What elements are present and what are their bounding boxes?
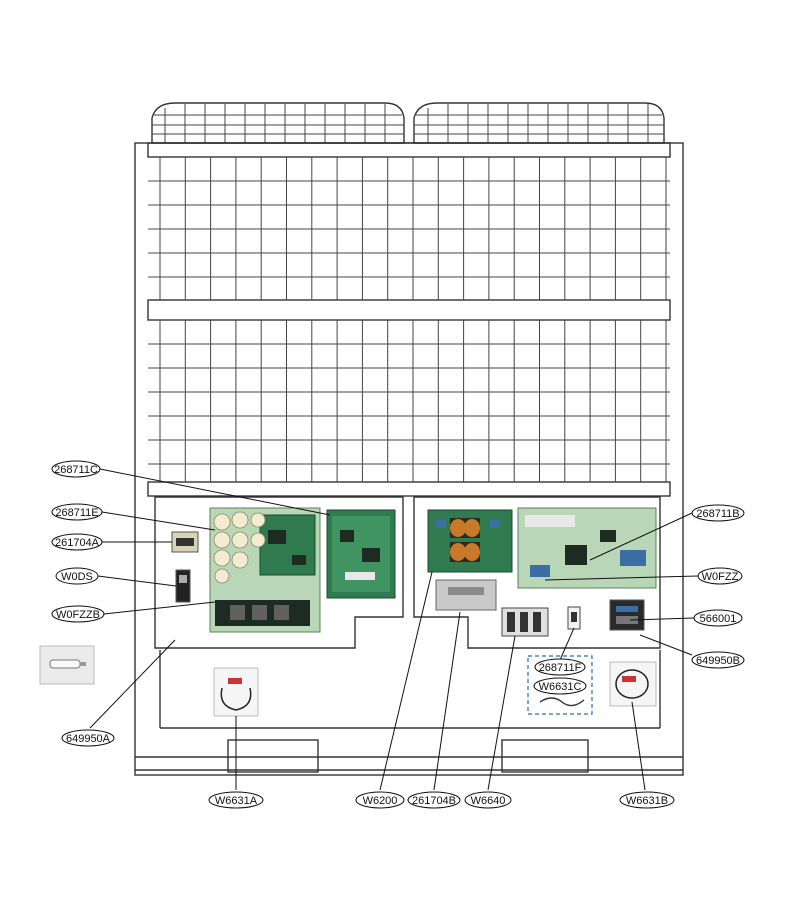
svg-text:W0FZZ: W0FZZ [702, 571, 739, 583]
svg-text:W6200: W6200 [363, 795, 398, 807]
part-label-649950b: 649950B [691, 651, 745, 669]
filter-pcb [427, 509, 513, 573]
svg-text:W6631A: W6631A [215, 795, 258, 807]
part-label-268711b: 268711B [691, 504, 745, 522]
part-label-w6631b: W6631B [619, 791, 675, 809]
part-label-268711e: 268711E [51, 503, 103, 521]
reactor-261704b [435, 579, 497, 611]
svg-text:268711E: 268711E [55, 507, 98, 519]
part-label-w0fzzb: W0FZZB [51, 605, 105, 623]
svg-text:W6640: W6640 [471, 795, 506, 807]
part-label-268711f: 268711F [534, 658, 586, 676]
harness-w6631c-callout [527, 655, 593, 715]
part-label-w6200: W6200 [355, 791, 405, 809]
part-label-w0ds: W0DS [55, 567, 99, 585]
part-label-649950a: 649950A [61, 729, 115, 747]
coil-grille [148, 157, 670, 482]
terminal-block-w6640 [501, 607, 549, 637]
svg-text:W0DS: W0DS [61, 571, 93, 583]
part-label-w6631c: W6631C [533, 677, 587, 695]
svg-text:649950A: 649950A [66, 733, 111, 745]
svg-text:268711C: 268711C [54, 464, 98, 476]
reactor-261704a [171, 531, 199, 553]
svg-text:649950B: 649950B [696, 655, 740, 667]
svg-text:566001: 566001 [700, 613, 737, 625]
harness-w6631b [609, 661, 657, 707]
part-label-w6631a: W6631A [208, 791, 264, 809]
sensor-w0ds [175, 569, 191, 603]
control-box-right [413, 496, 661, 728]
fan-guard-left [151, 102, 405, 144]
part-label-261704a: 261704A [51, 533, 103, 551]
svg-text:261704A: 261704A [55, 537, 100, 549]
svg-text:W6631C: W6631C [539, 681, 582, 693]
inverter-pcb [209, 507, 321, 633]
part-label-w0fzz: W0FZZ [697, 567, 743, 585]
svg-text:W6631B: W6631B [626, 795, 668, 807]
contactor-566001 [609, 599, 645, 631]
main-pcb [326, 509, 396, 599]
harness-w6631a [213, 667, 259, 717]
svg-text:268711B: 268711B [696, 508, 739, 520]
svg-text:W0FZZB: W0FZZB [56, 609, 100, 621]
svg-text:261704B: 261704B [412, 795, 456, 807]
control-box-left [154, 496, 660, 729]
part-label-w6640: W6640 [464, 791, 512, 809]
leader-lines [89, 468, 699, 791]
part-label-566001: 566001 [693, 609, 743, 627]
fuse-holder [567, 606, 581, 630]
part-label-268711c: 268711C [51, 460, 101, 478]
svg-text:268711F: 268711F [539, 662, 582, 674]
outdoor-pcb [517, 507, 657, 589]
fan-guard-right [413, 102, 665, 144]
base-vents [227, 739, 589, 773]
grease-tube [39, 645, 95, 685]
unit-cabinet [134, 142, 684, 776]
part-label-261704b: 261704B [407, 791, 461, 809]
